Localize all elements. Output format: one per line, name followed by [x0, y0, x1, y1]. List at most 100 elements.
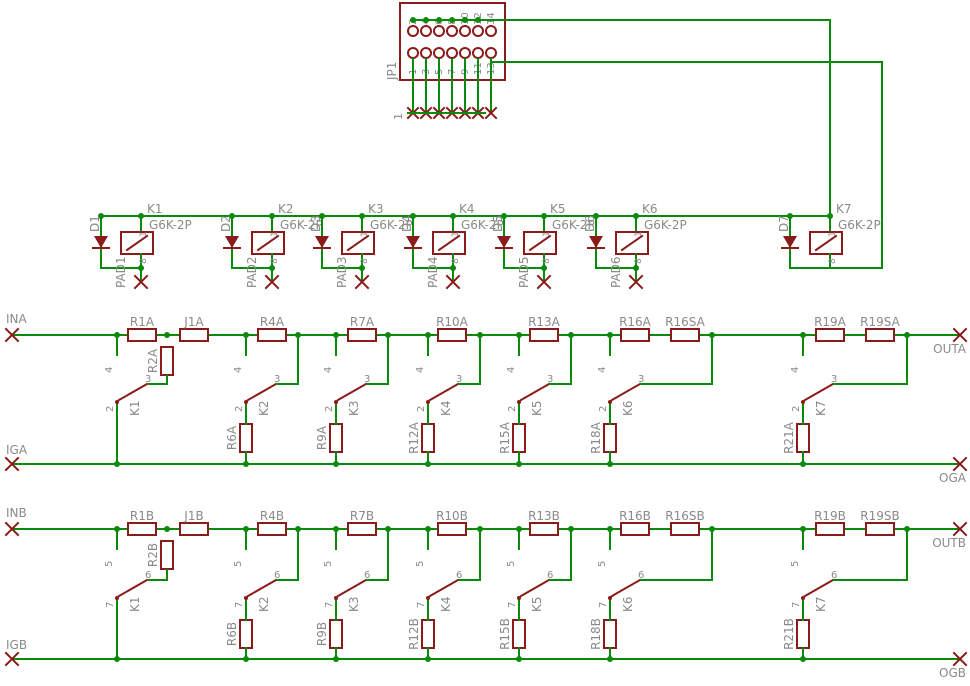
pin-number: 3	[364, 374, 370, 385]
junction-dot	[800, 526, 806, 532]
pin-number: 4	[233, 367, 244, 373]
diode-label: D6	[583, 215, 597, 232]
terminal-cross	[354, 274, 370, 290]
resistor-label: R6B	[225, 622, 239, 646]
pin-number: 1	[634, 231, 644, 237]
pad-label: PAD5	[517, 256, 531, 288]
resistor	[796, 619, 810, 649]
junction-dot	[904, 332, 910, 338]
resistor-label: J1B	[183, 509, 203, 523]
pin-number: 7	[598, 602, 609, 608]
pin-number: 5	[597, 561, 608, 567]
resistor-label: R15A	[498, 421, 512, 454]
connector-pin	[472, 47, 484, 59]
resistor-label: R7B	[350, 509, 374, 523]
diode-body	[497, 236, 511, 248]
relay-coil-diagonal	[814, 234, 838, 252]
junction-dot	[516, 332, 522, 338]
junction-dot	[410, 17, 416, 23]
terminal-cross	[264, 274, 280, 290]
wire	[640, 335, 713, 385]
resistor-label: R16SB	[665, 509, 704, 523]
junction-dot	[477, 332, 483, 338]
contact-point	[608, 400, 612, 404]
relay-label: K1	[128, 400, 142, 416]
relay-coil-diagonal	[437, 234, 461, 252]
wire	[549, 529, 572, 581]
resistor	[257, 328, 287, 342]
switch-contact	[428, 382, 460, 402]
resistor-label: R21A	[782, 421, 796, 454]
junction-dot	[410, 213, 416, 219]
pin-number: 1	[828, 231, 838, 237]
pad-label: PAD6	[609, 256, 623, 288]
connector-pin	[485, 25, 497, 37]
resistor	[620, 522, 650, 536]
resistor-label: R19A	[814, 315, 847, 329]
wire	[549, 335, 572, 385]
relay-type-label: G6K-2P	[280, 218, 323, 232]
pin-number: 8	[634, 258, 644, 264]
pin-number: 2	[234, 406, 245, 412]
switch-contact	[803, 578, 835, 598]
switch-contact	[519, 578, 551, 598]
resistor-label: R4B	[260, 509, 284, 523]
junction-dot	[436, 17, 442, 23]
connector-pin	[446, 47, 458, 59]
resistor	[421, 423, 435, 453]
relay-label: K3	[347, 596, 361, 612]
relay-label: K6	[621, 596, 635, 612]
resistor-label: R9A	[315, 425, 329, 450]
resistor	[239, 619, 253, 649]
junction-dot	[800, 656, 806, 662]
relay-type-label: G6K-2P	[370, 218, 413, 232]
terminal-cross	[445, 274, 461, 290]
connector-pin	[407, 25, 419, 37]
wire	[458, 529, 481, 581]
junction-dot	[423, 17, 429, 23]
junction-dot	[475, 17, 481, 23]
relay-type-label: G6K-2P	[461, 218, 504, 232]
resistor-label: R19SA	[860, 315, 900, 329]
ground-in-terminal	[4, 651, 20, 667]
wire	[500, 19, 831, 216]
resistor	[603, 619, 617, 649]
resistor-label: R1B	[130, 509, 154, 523]
wire	[231, 216, 272, 269]
pin-number: 4	[323, 367, 334, 373]
junction-dot	[98, 213, 104, 219]
pin-number: 8	[451, 258, 461, 264]
relay-label: K2	[257, 596, 271, 612]
switch-contact	[336, 382, 368, 402]
junction-dot	[295, 526, 301, 532]
connector-pin	[472, 25, 484, 37]
connector-pin	[459, 25, 471, 37]
relay-type-label: G6K-2P	[838, 218, 881, 232]
relay-label: K7	[836, 202, 852, 216]
pin-number: 7	[324, 602, 335, 608]
diode-body	[315, 236, 329, 248]
pin-number: 5	[104, 561, 115, 567]
resistor-label: R1A	[130, 315, 155, 329]
resistor-label: R21B	[782, 618, 796, 650]
resistor	[670, 522, 700, 536]
junction-dot	[827, 213, 833, 219]
junction-dot	[904, 526, 910, 532]
wire	[148, 375, 168, 385]
junction-dot	[800, 461, 806, 467]
relay-label: K5	[550, 202, 566, 216]
contact-point	[244, 400, 248, 404]
junction-dot	[359, 213, 365, 219]
junction-dot	[607, 461, 613, 467]
resistor	[815, 328, 845, 342]
connector-label: JP1	[385, 62, 399, 81]
contact-point	[517, 596, 521, 600]
diode-label: D7	[777, 215, 791, 232]
pin-number: 1	[360, 231, 370, 237]
junction-dot	[607, 332, 613, 338]
diode-body	[783, 236, 797, 248]
junction-dot	[501, 213, 507, 219]
contact-point	[115, 400, 119, 404]
connector-pin	[420, 47, 432, 59]
ground-out-terminal	[952, 456, 968, 472]
